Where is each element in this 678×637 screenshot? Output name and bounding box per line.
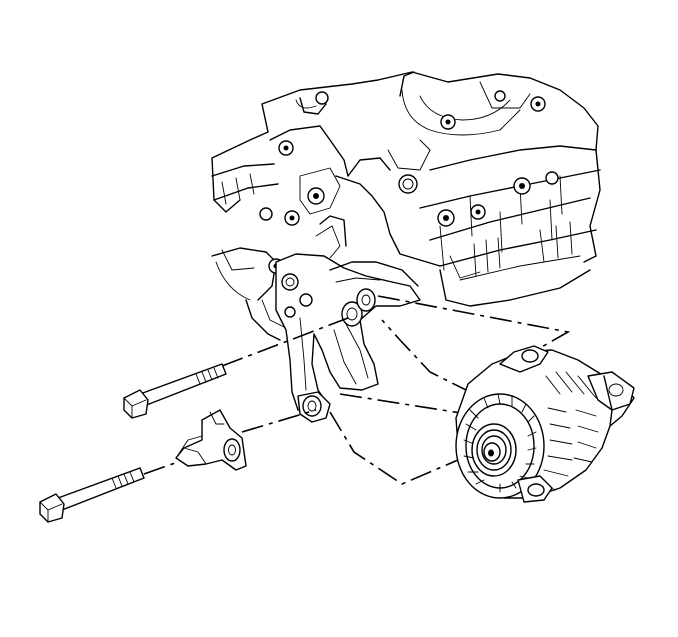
lower-bolt: [39, 461, 179, 523]
mounting-bracket: [275, 215, 421, 423]
alternator-lower-return-axis: [329, 411, 459, 485]
alignment-lines: [221, 295, 571, 485]
alternator: [455, 345, 635, 503]
spacer-bracket: [175, 409, 247, 471]
upper-bolt: [123, 363, 227, 419]
alternator-lower-mount-axis: [339, 393, 481, 417]
upper-bolt-axis: [221, 317, 349, 367]
lower-bolt-axis: [241, 409, 317, 433]
alternator-upper-mount-axis: [377, 295, 571, 391]
